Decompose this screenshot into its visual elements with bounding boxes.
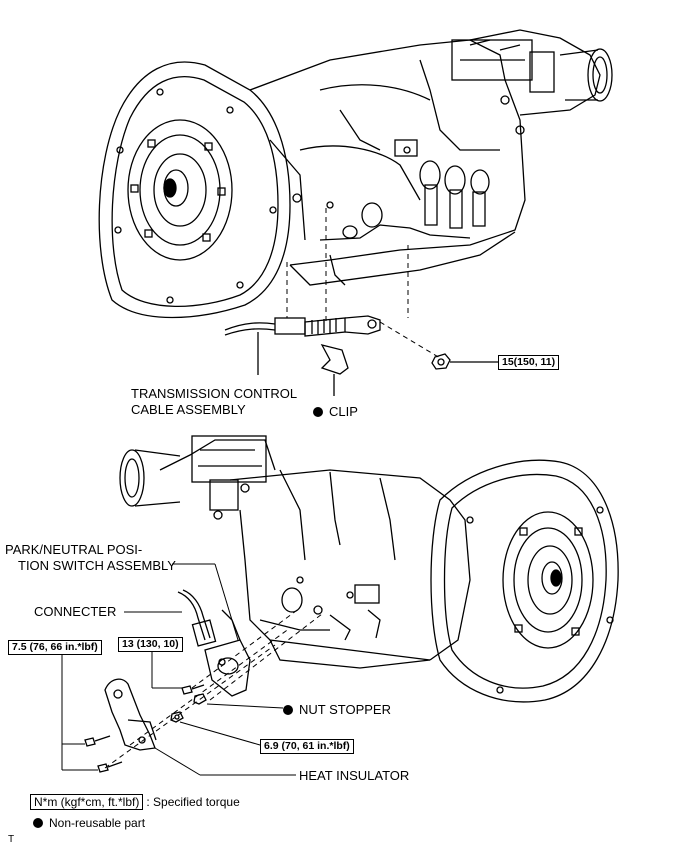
torque-box-nut: 15(150, 11) [498,355,560,370]
heat-insulator-label: HEAT INSULATOR [299,768,410,783]
torque-box-switch-nut: 13 (130, 10) [118,637,183,652]
connecter-label: CONNECTER [34,604,117,619]
lower-transmission-case [229,469,471,669]
legend-nonreusable: Non-reusable part [33,815,145,831]
park-switch-label-line2: TION SWITCH ASSEMBLY [18,558,176,573]
corner-mark: T [8,834,15,845]
clip-label: CLIP [313,404,358,420]
cable-label-line1: TRANSMISSION CONTROL [131,386,298,401]
legend-unit-text: : Specified torque [146,795,240,809]
upper-torque-converter-housing [98,61,291,319]
upper-extension-housing [451,29,613,135]
heat-insulator-part [104,678,157,751]
clip-part [320,344,349,396]
upper-transmission-case [249,39,526,286]
cable-label-line2: CABLE ASSEMBLY [131,402,246,417]
bullet-icon [283,705,293,715]
legend-unit-box: N*m (kgf*cm, ft.*lbf) [30,794,144,810]
nut-stopper-label: NUT STOPPER [283,702,391,718]
lower-extension-housing [119,435,276,520]
legend-torque: N*m (kgf*cm, ft.*lbf): Specified torque [30,794,240,810]
upper-dashed-leaders [286,208,441,359]
fasteners [84,684,207,773]
upper-transmission [98,29,613,319]
cable-nut [431,353,498,370]
torque-box-switch-bolts: 7.5 (76, 66 in.*lbf) [8,640,102,655]
park-switch-label-line1: PARK/NEUTRAL POSI- [5,542,143,557]
torque-box-stopper: 6.9 (70, 61 in.*lbf) [260,739,354,754]
bullet-icon [313,407,323,417]
control-cable [224,315,381,375]
label-leaders [61,563,296,776]
bullet-icon [33,818,43,828]
lower-transmission [119,435,619,703]
lower-torque-converter-housing [430,459,619,703]
park-neutral-switch [177,589,251,697]
lower-dashed-leaders [104,607,323,769]
